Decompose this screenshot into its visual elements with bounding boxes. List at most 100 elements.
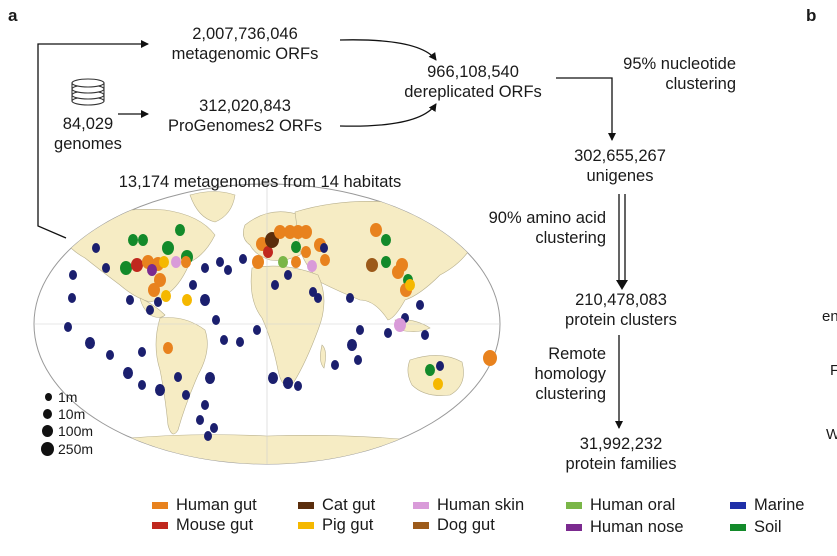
arrow-metagenomic-to-derep — [339, 39, 437, 61]
step1-line1: 95% nucleotide — [623, 55, 736, 73]
marine-sample-dot — [253, 325, 261, 335]
marine-sample-dot — [236, 337, 244, 347]
marine-sample-dot — [309, 287, 317, 297]
marine-sample-dot — [220, 335, 228, 345]
legend-swatch — [152, 522, 168, 529]
marine-sample-dot — [271, 280, 279, 290]
marine-sample-dot — [436, 361, 444, 371]
world-map — [33, 183, 501, 465]
legend-human-skin: Human skin — [413, 496, 524, 515]
host-sample-dot — [162, 241, 174, 255]
legend-label: Human gut — [176, 496, 257, 514]
host-sample-dot — [147, 264, 157, 276]
step3-line1: Remote — [548, 345, 606, 363]
marine-sample-dot — [210, 423, 218, 433]
legend-label: Dog gut — [437, 516, 495, 534]
arrow-map-to-metagenomic — [37, 40, 149, 239]
legend-label: Pig gut — [322, 516, 374, 534]
host-sample-dot — [381, 234, 391, 246]
host-sample-dot — [159, 256, 169, 268]
marine-sample-dot — [123, 367, 133, 379]
host-sample-dot — [405, 279, 415, 291]
families-label: protein families — [565, 455, 677, 473]
marine-sample-dot — [126, 295, 134, 305]
progenomes-orfs-node: 312,020,843 ProGenomes2 ORFs — [150, 96, 340, 136]
marine-sample-dot — [384, 328, 392, 338]
step3-line3: clustering — [535, 385, 606, 403]
scale-dot-250m — [41, 442, 54, 456]
legend-human-gut: Human gut — [152, 496, 257, 515]
scale-label-100m: 100m — [58, 423, 94, 439]
marine-sample-dot — [138, 380, 146, 390]
legend-swatch — [413, 502, 429, 509]
marine-sample-dot — [346, 293, 354, 303]
step2-line2: clustering — [535, 229, 606, 247]
host-sample-dot — [394, 318, 406, 332]
arrow-unigenes-to-clusters-head — [616, 280, 628, 290]
marine-sample-dot — [204, 431, 212, 441]
legend-swatch — [566, 502, 582, 509]
marine-sample-dot — [416, 300, 424, 310]
host-sample-dot — [291, 241, 301, 253]
marine-sample-dot — [155, 384, 165, 396]
marine-sample-dot — [68, 293, 76, 303]
marine-sample-dot — [320, 243, 328, 253]
protein-clusters-node: 210,478,083 protein clusters — [536, 290, 706, 330]
scale-label-1m: 1m — [58, 389, 78, 405]
host-sample-dot — [161, 290, 171, 302]
host-sample-dot — [307, 260, 317, 272]
dereplicated-orfs-node: 966,108,540 dereplicated ORFs — [388, 62, 558, 102]
legend-label: Human oral — [590, 496, 676, 514]
legend-pig-gut: Pig gut — [298, 516, 373, 535]
sample-dots — [64, 223, 497, 441]
host-sample-dot — [396, 258, 408, 272]
marine-sample-dot — [92, 243, 100, 253]
host-sample-dot — [433, 378, 443, 390]
marine-sample-dot — [356, 325, 364, 335]
host-sample-dot — [148, 283, 160, 297]
host-sample-dot — [163, 342, 173, 354]
marine-sample-dot — [102, 263, 110, 273]
scale-label-10m: 10m — [58, 406, 86, 422]
host-sample-dot — [263, 246, 273, 258]
legend-swatch — [730, 524, 746, 531]
host-sample-dot — [175, 224, 185, 236]
legend-swatch — [566, 524, 582, 531]
host-sample-dot — [120, 261, 132, 275]
legend-mouse-gut: Mouse gut — [152, 516, 253, 535]
arrow-progenomes-to-derep — [339, 103, 437, 127]
scale-1m: 1m — [45, 389, 77, 405]
host-sample-dot — [181, 256, 191, 268]
metagenomic-label: metagenomic ORFs — [171, 45, 319, 63]
scale-100m: 100m — [42, 423, 93, 439]
metagenomic-orfs-node: 2,007,736,046 metagenomic ORFs — [150, 24, 340, 64]
derep-label: dereplicated ORFs — [404, 83, 542, 101]
legend-marine: Marine — [730, 496, 804, 515]
legend-soil: Soil — [730, 518, 782, 537]
legend-label: Marine — [754, 496, 805, 514]
marine-sample-dot — [239, 254, 247, 264]
marine-sample-dot — [331, 360, 339, 370]
land-madagascar — [320, 344, 326, 369]
host-sample-dot — [278, 256, 288, 268]
clusters-count: 210,478,083 — [575, 291, 667, 309]
marine-sample-dot — [200, 294, 210, 306]
marine-sample-dot — [64, 322, 72, 332]
families-count: 31,992,232 — [579, 435, 663, 453]
progenomes-label: ProGenomes2 ORFs — [167, 117, 323, 135]
marine-sample-dot — [201, 263, 209, 273]
scale-label-250m: 250m — [58, 441, 94, 457]
host-sample-dot — [370, 223, 382, 237]
genomes-node: 84,029 genomes — [40, 114, 136, 154]
protein-families-node: 31,992,232 protein families — [536, 434, 706, 474]
land-antarctica — [39, 434, 500, 464]
host-sample-dot — [300, 225, 312, 239]
marine-sample-dot — [268, 372, 278, 384]
host-sample-dot — [274, 225, 286, 239]
legend-human-oral: Human oral — [566, 496, 675, 515]
host-sample-dot — [320, 254, 330, 266]
host-sample-dot — [252, 255, 264, 269]
marine-sample-dot — [69, 270, 77, 280]
marine-sample-dot — [106, 350, 114, 360]
